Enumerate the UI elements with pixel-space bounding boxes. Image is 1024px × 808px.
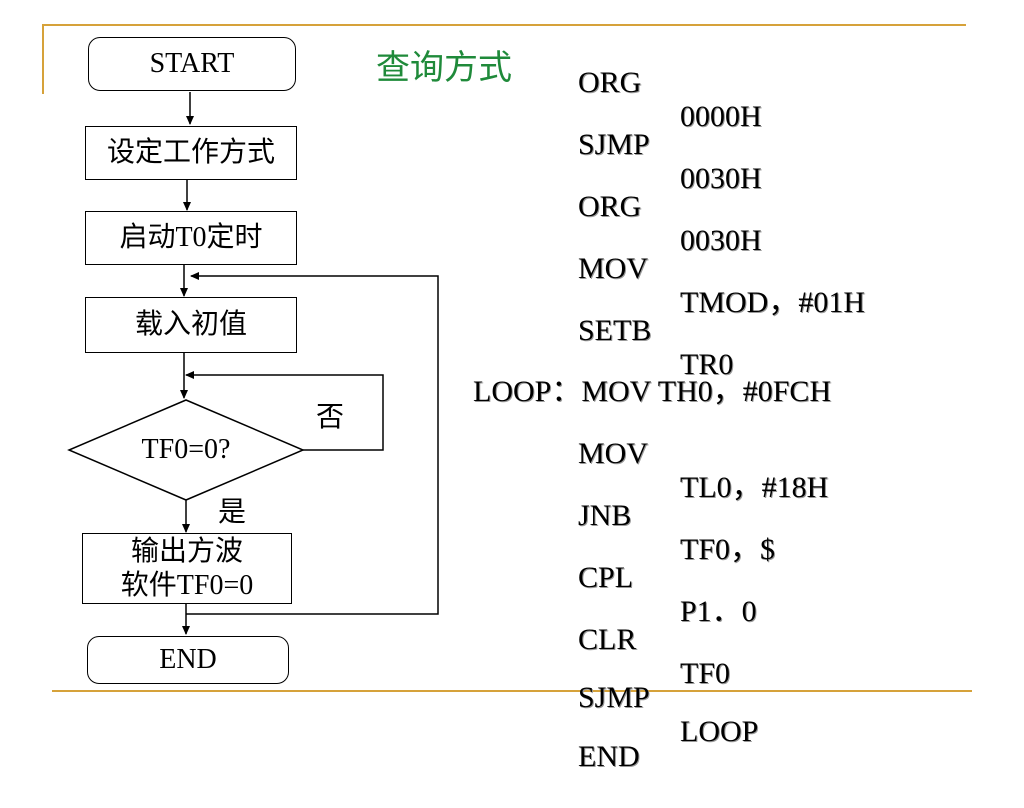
code-op: END [578,740,640,773]
code-op: MOV [578,252,649,285]
code-full-line: LOOP：MOV TH0，#0FCH [473,375,832,408]
top-rule [42,24,966,26]
code-line: SJMP 0030H [0,94,1024,195]
arrow-return-loop [186,272,439,615]
decision-diamond [67,399,305,501]
yes-branch-label: 是 [218,497,247,528]
arrow-no-loop [185,371,384,451]
code-line: CLR TF0 [0,589,1024,690]
code-arg: 0030H [680,224,762,257]
output-line-2: 软件TF0=0 [120,569,254,601]
code-arg: LOOP [680,715,759,748]
bottom-rule [52,690,972,692]
code-line: JNB TF0，$ [0,465,1024,566]
code-line: CPL P1．0 [0,527,1024,628]
code-op: ORG [578,190,642,223]
page-title: 查询方式 [376,48,512,88]
code-op: JNB [578,499,632,532]
start-timer-box: 启动T0定时 [85,211,297,265]
code-arg: TF0，$ [680,533,776,566]
end-node: END [87,636,289,684]
code-arg: 0000H [680,100,762,133]
code-line: ORG 0000H [0,32,1024,133]
code-op: SJMP [578,681,650,714]
code-line: SJMP LOOP [0,647,1024,748]
left-rule [42,24,44,94]
output-box: 输出方波 软件TF0=0 [82,533,292,604]
code-line: SETB TR0 [0,280,1024,381]
output-line-1: 输出方波 [130,535,243,567]
code-line: ORG 0030H [0,156,1024,257]
code-op: ORG [578,66,642,99]
code-line: END [0,706,1024,773]
code-op: CPL [578,561,634,594]
load-initial-box: 载入初值 [85,297,297,353]
code-arg: P1．0 [680,595,757,628]
set-mode-box: 设定工作方式 [85,126,297,180]
decision-label: TF0=0? [141,434,231,465]
code-arg: TMOD，#01H [680,286,865,319]
no-branch-label: 否 [316,402,345,433]
code-arg: TF0 [680,657,731,690]
code-line-loop: LOOP：MOV TH0，#0FCH [0,341,1024,408]
code-line: MOV TL0，#18H [0,403,1024,504]
start-node: START [88,37,296,91]
flowchart-connectors [67,92,439,635]
code-op: SJMP [578,128,650,161]
code-arg: TL0，#18H [680,471,829,504]
code-op: MOV [578,437,649,470]
code-arg: TR0 [680,348,734,381]
code-op: CLR [578,623,637,656]
code-arg: 0030H [680,162,762,195]
code-line: MOV TMOD，#01H [0,218,1024,319]
code-op: SETB [578,314,652,347]
